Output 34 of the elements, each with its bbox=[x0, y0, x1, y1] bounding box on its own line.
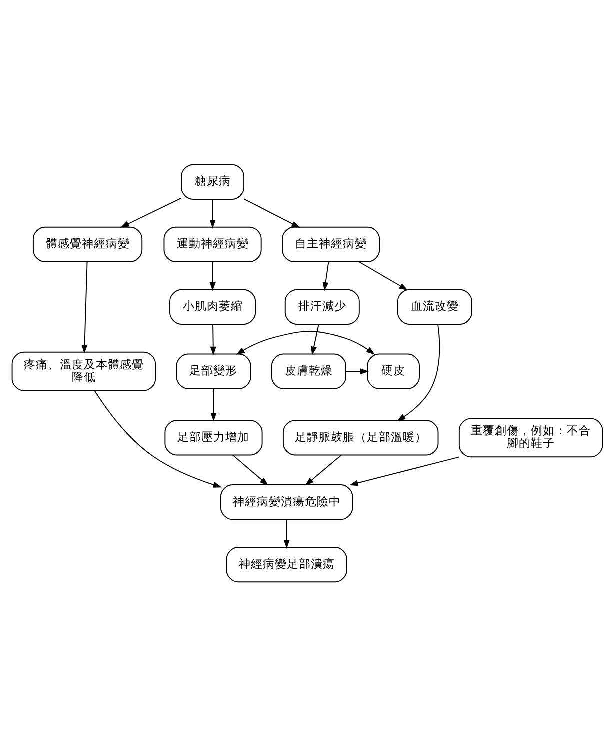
arrow bbox=[210, 324, 216, 356]
node-box: 硬皮 bbox=[367, 354, 420, 390]
arrow bbox=[322, 262, 330, 292]
arrow bbox=[94, 390, 222, 488]
node-box: 疼痛、溫度及本體感覺降低 bbox=[12, 352, 156, 392]
node-box: 皮膚乾燥 bbox=[271, 354, 346, 390]
node-box: 足部壓力增加 bbox=[164, 420, 263, 456]
node-box: 神經病變足部潰瘍 bbox=[226, 547, 348, 583]
node-box: 血流改變 bbox=[397, 289, 472, 325]
arrow bbox=[210, 262, 216, 292]
arrow bbox=[284, 519, 290, 549]
arrow bbox=[232, 454, 269, 486]
arrow bbox=[358, 262, 408, 291]
arrow bbox=[120, 198, 182, 228]
arrow bbox=[210, 199, 216, 229]
arrow bbox=[397, 324, 440, 422]
node-box: 神經病變潰瘍危險中 bbox=[220, 484, 354, 520]
node-box: 體感覺神經病變 bbox=[32, 226, 143, 262]
node-box: 自主神經病變 bbox=[282, 226, 380, 262]
node-box: 足部變形 bbox=[176, 354, 252, 390]
node-box: 運動神經病變 bbox=[164, 226, 262, 262]
arrow bbox=[244, 198, 300, 228]
arrow bbox=[305, 454, 342, 486]
arrow bbox=[82, 262, 88, 354]
arrow bbox=[311, 324, 320, 356]
node-box: 重覆創傷，例如：不合腳的鞋子 bbox=[458, 418, 604, 458]
node-box: 排汗減少 bbox=[284, 289, 360, 325]
arrow bbox=[210, 388, 217, 422]
arrow bbox=[236, 331, 376, 355]
arrow bbox=[350, 456, 460, 486]
node-box: 足靜脈鼓脹（足部溫暖） bbox=[282, 420, 439, 456]
node-box: 小肌肉萎縮 bbox=[170, 289, 256, 325]
node-box: 糖尿病 bbox=[181, 164, 245, 200]
arrow bbox=[345, 368, 369, 375]
